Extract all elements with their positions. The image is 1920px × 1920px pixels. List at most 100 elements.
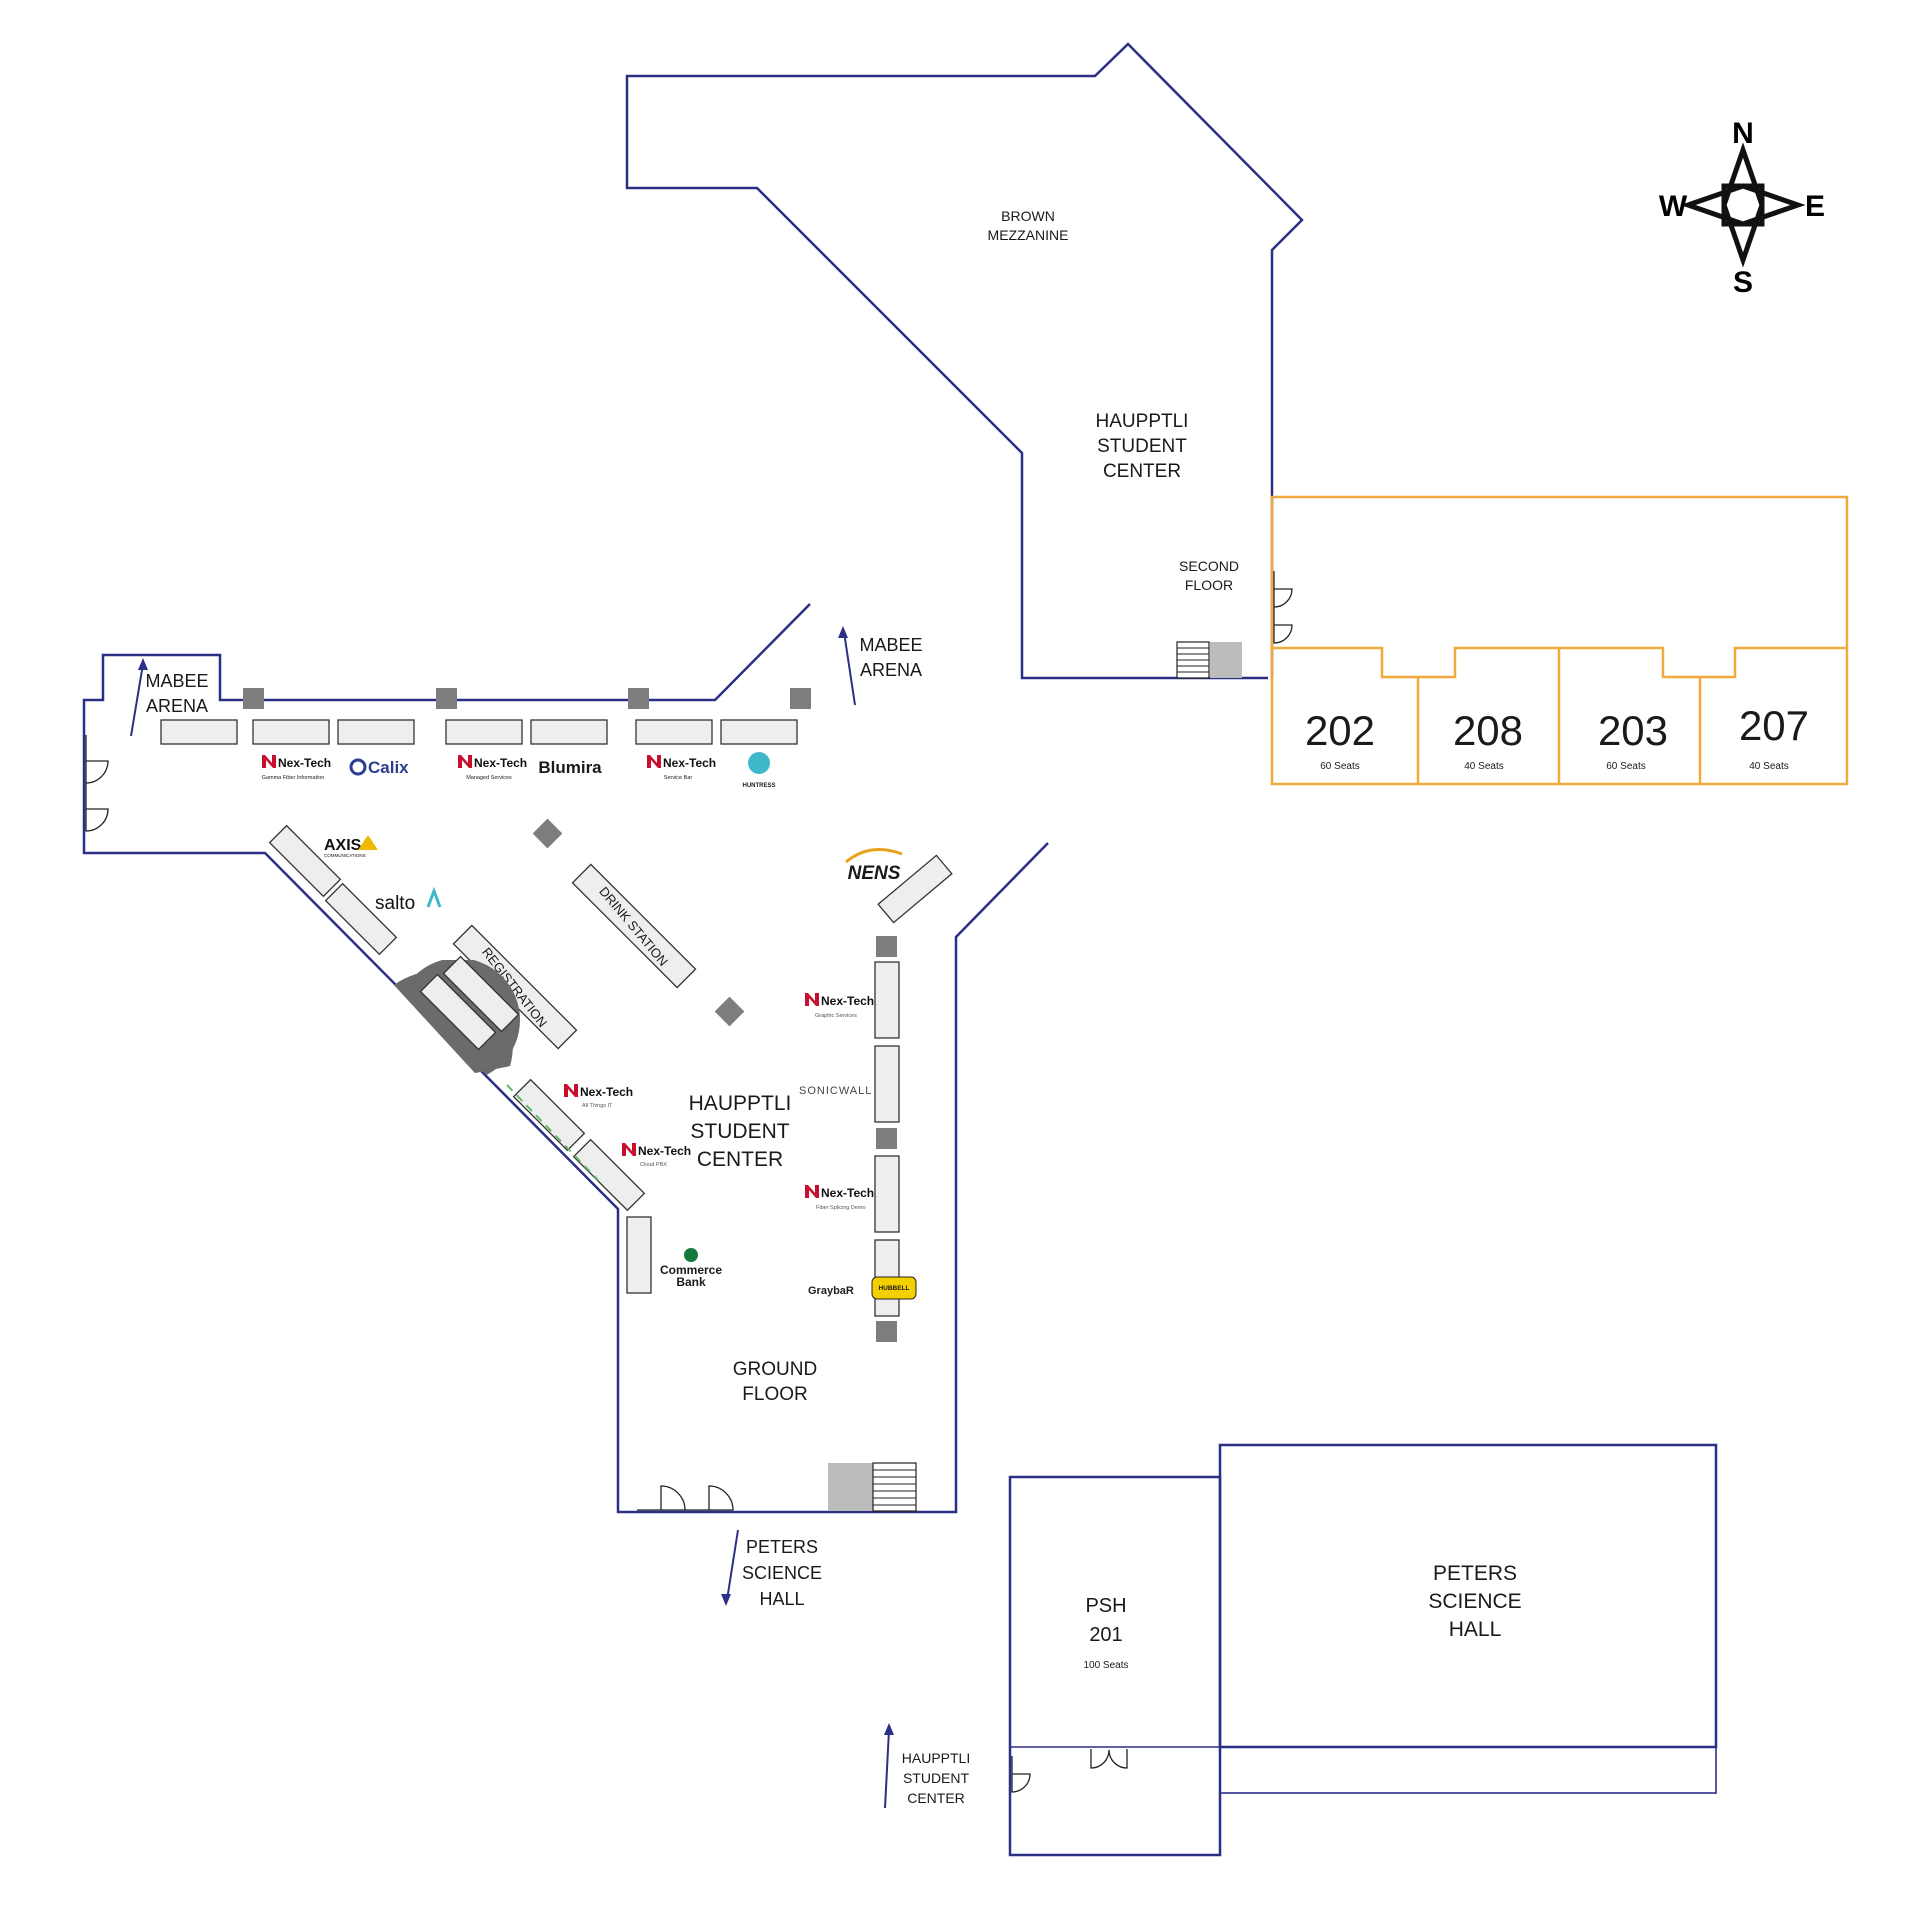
exhibit-table[interactable]	[874, 1155, 900, 1233]
compass-s-label: S	[1733, 266, 1753, 299]
nextech-logo-allthings[interactable]: Nex-Tech All Things IT	[564, 1084, 633, 1109]
axis-logo[interactable]: AXIS COMMUNICATIONS	[324, 835, 378, 858]
compass-rose: N S W E	[1659, 117, 1825, 299]
peters-hall-lower-strip	[1219, 1746, 1717, 1794]
ground-floor-label-2: FLOOR	[742, 1384, 807, 1405]
compass-e-label: E	[1805, 190, 1825, 223]
nextech-logo-3[interactable]: Nex-Tech Service Bar	[647, 755, 716, 781]
svg-text:Blumira: Blumira	[538, 758, 602, 777]
second-floor-label-2: FLOOR	[1185, 577, 1233, 593]
room-207-seats: 40 Seats	[1749, 761, 1788, 772]
hubbell-logo[interactable]: HUBBELL	[871, 1276, 917, 1300]
nens-logo[interactable]: NENS	[845, 848, 903, 885]
sonicwall-logo[interactable]: SONICWALL	[799, 1085, 872, 1097]
psh201-seats: 100 Seats	[1083, 1660, 1128, 1671]
exhibit-table[interactable]	[626, 1216, 652, 1294]
hsc-ground-label-3: CENTER	[697, 1148, 783, 1171]
top-row-tables	[160, 719, 798, 745]
room-203-seats: 60 Seats	[1606, 761, 1645, 772]
peters-arrow-label-2: SCIENCE	[742, 1563, 822, 1583]
registration-desk[interactable]	[419, 973, 497, 1051]
nextech-logo-2[interactable]: Nex-Tech Managed Services	[458, 755, 527, 781]
mabee-left-label-2: ARENA	[146, 696, 208, 716]
psh201-label-1: PSH	[1085, 1595, 1126, 1617]
brown-mezzanine-label-1: BROWN	[1001, 208, 1055, 224]
room-202-seats: 60 Seats	[1320, 761, 1359, 772]
exhibit-table[interactable]	[720, 719, 798, 745]
exhibit-table[interactable]	[572, 1138, 646, 1212]
exhibit-table[interactable]	[445, 719, 523, 745]
mabee-right-label-1: MABEE	[859, 635, 922, 655]
svg-text:HUBBELL: HUBBELL	[878, 1285, 909, 1292]
salto-logo[interactable]: salto	[375, 886, 442, 914]
hsc-upper-label-3: CENTER	[1103, 461, 1181, 482]
second-floor-label-1: SECOND	[1179, 558, 1239, 574]
peters-arrow-label-1: PETERS	[746, 1537, 818, 1557]
hsc-arrow-label-2: STUDENT	[903, 1770, 970, 1786]
hsc-arrow-label-1: HAUPPTLI	[902, 1750, 970, 1766]
svg-text:salto: salto	[375, 893, 415, 914]
blumira-logo[interactable]: Blumira	[538, 758, 602, 777]
ground-floor-outline-left	[82, 603, 1049, 1514]
hsc-upper-label-1: HAUPPTLI	[1096, 411, 1189, 432]
svg-text:Bank: Bank	[676, 1275, 706, 1289]
direction-arrows: MABEE ARENA MABEE ARENA PETERS SCIENCE H…	[130, 626, 970, 1809]
svg-text:Service Bar: Service Bar	[664, 775, 693, 781]
svg-text:Nex-Tech: Nex-Tech	[580, 1085, 633, 1099]
registration-area	[394, 955, 520, 1082]
exhibit-table[interactable]	[635, 719, 713, 745]
svg-text:NENS: NENS	[848, 863, 901, 884]
exhibit-table[interactable]	[160, 719, 238, 745]
nextech-logo-fiber[interactable]: Nex-Tech Fiber Splicing Demo	[805, 1185, 874, 1211]
exhibit-table[interactable]	[530, 719, 608, 745]
commerce-bank-logo[interactable]: Commerce Bank	[660, 1248, 722, 1289]
graybar-logo[interactable]: GraybaR	[808, 1285, 854, 1297]
svg-text:COMMUNICATIONS: COMMUNICATIONS	[324, 853, 366, 858]
svg-text:Nex-Tech: Nex-Tech	[663, 756, 716, 770]
compass-n-label: N	[1732, 117, 1754, 150]
exhibit-table[interactable]	[874, 961, 900, 1039]
exhibit-table[interactable]	[512, 1078, 586, 1152]
exhibit-table[interactable]	[337, 719, 415, 745]
svg-text:Managed Services: Managed Services	[466, 775, 512, 781]
compass-w-label: W	[1659, 190, 1688, 223]
classroom-block: 202 60 Seats 208 40 Seats 203 60 Seats 2…	[1270, 495, 1849, 786]
nextech-logo-1[interactable]: Nex-Tech Gamma Fiber Information	[262, 755, 331, 781]
svg-text:Gamma Fiber Information: Gamma Fiber Information	[262, 775, 325, 781]
room-208-number: 208	[1453, 707, 1523, 754]
svg-text:AXIS: AXIS	[324, 837, 362, 854]
exhibit-table[interactable]	[877, 854, 953, 924]
ground-floor-label-1: GROUND	[733, 1359, 817, 1380]
drink-station-table[interactable]	[571, 863, 697, 989]
nextech-logo-cloudpbx[interactable]: Nex-Tech Cloud PBX	[622, 1143, 691, 1168]
psh201-label-2: 201	[1089, 1624, 1122, 1646]
registration-desk[interactable]	[442, 955, 520, 1033]
nextech-logo-creative[interactable]: Nex-Tech Graphic Services	[805, 993, 874, 1019]
hsc-upper-label-2: STUDENT	[1097, 436, 1187, 457]
ground-floor-building: DRINK STATION REGISTRATION HAUPPTLI STUD…	[82, 603, 1049, 1514]
room-202-number: 202	[1305, 707, 1375, 754]
svg-text:Calix: Calix	[368, 758, 409, 777]
upper-building: BROWN MEZZANINE HAUPPTLI STUDENT CENTER …	[625, 42, 1304, 680]
psh-door-icons	[1011, 1749, 1128, 1793]
exhibit-table[interactable]	[252, 719, 330, 745]
ground-stairs-icon	[828, 1462, 917, 1512]
svg-text:Fiber Splicing Demo: Fiber Splicing Demo	[816, 1205, 866, 1211]
pillars	[243, 688, 897, 1342]
svg-text:Nex-Tech: Nex-Tech	[821, 1186, 874, 1200]
mabee-arena-arrow-left: MABEE ARENA	[130, 658, 209, 737]
calix-logo[interactable]: Calix	[349, 758, 409, 777]
right-column-tables	[626, 961, 900, 1317]
exhibit-table[interactable]	[874, 1045, 900, 1123]
upper-stairs-icon	[1176, 641, 1242, 679]
svg-text:SONICWALL: SONICWALL	[799, 1085, 872, 1097]
svg-text:Nex-Tech: Nex-Tech	[821, 994, 874, 1008]
exhibit-table[interactable]	[324, 882, 398, 956]
mabee-left-label-1: MABEE	[145, 671, 208, 691]
peters-hall-label-3: HALL	[1449, 1618, 1502, 1641]
ground-door-icons-west	[85, 735, 109, 832]
exhibit-table[interactable]	[268, 824, 342, 898]
huntress-logo[interactable]: HUNTRESS	[742, 752, 776, 789]
hsc-arrow-label-3: CENTER	[907, 1790, 965, 1806]
